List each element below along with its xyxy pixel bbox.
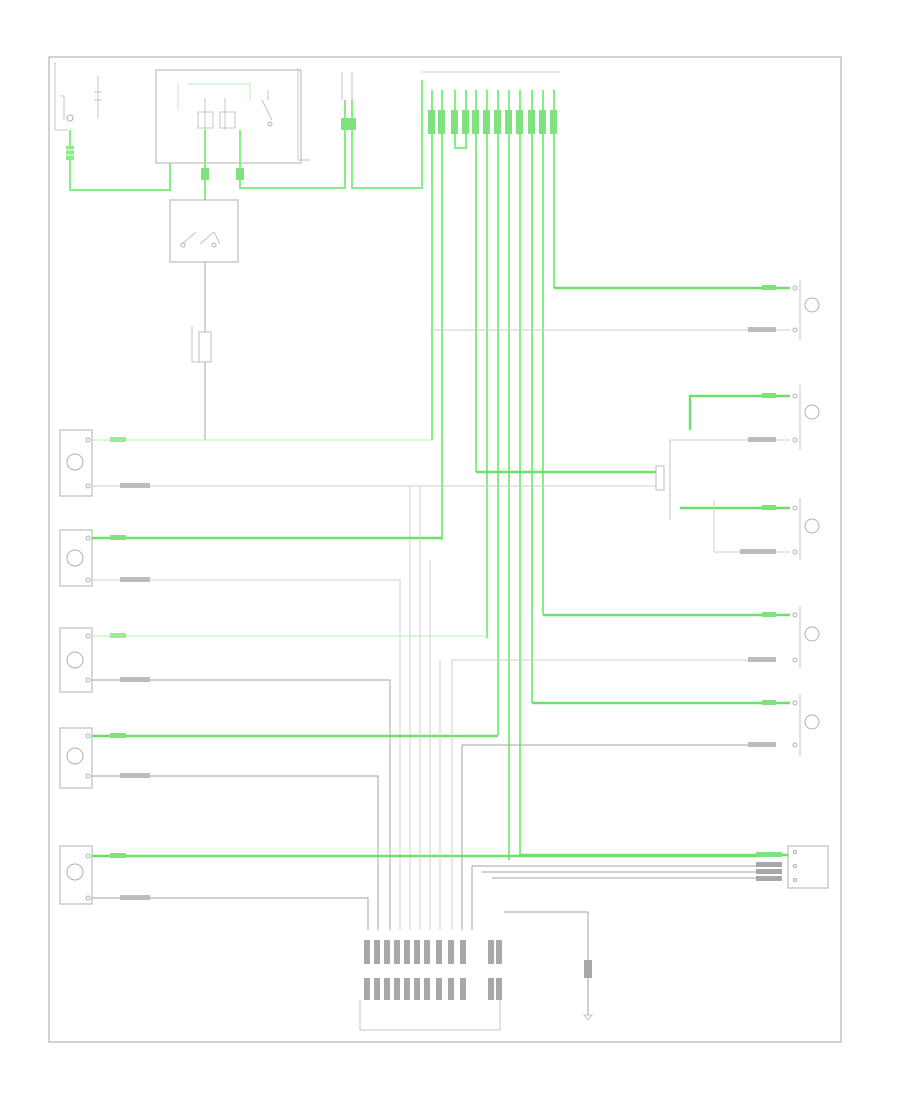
right-lamp-4	[792, 606, 820, 668]
top-right-relay	[297, 68, 310, 161]
wire-fuse-two-down	[351, 80, 423, 189]
top-left-component	[54, 62, 74, 131]
right-lamp-2	[792, 385, 820, 450]
wire-lamp-4-ground	[92, 775, 379, 930]
right-module-wire-tags	[756, 852, 782, 881]
wire-lamp-2-ground	[92, 579, 401, 930]
junction-connector-marks	[428, 110, 557, 134]
left-lamp-1	[59, 429, 93, 497]
wire-label-top-left	[66, 146, 74, 160]
right-module	[787, 845, 829, 889]
right-lamp-1	[792, 280, 820, 340]
connector-marks-top	[201, 118, 356, 180]
left-lamp-3	[59, 627, 93, 693]
right-splice	[410, 439, 690, 520]
wire-switch-down-b	[239, 100, 346, 189]
left-lamp-5	[59, 845, 93, 905]
top-switch	[155, 69, 302, 164]
left-lamp-4	[59, 727, 93, 789]
bottom-ground	[582, 960, 594, 1021]
top-fuse-two	[341, 72, 353, 100]
wire-lamp-5-ground	[92, 897, 369, 930]
wire-lamp-3-ground	[92, 679, 391, 930]
diagram-frame	[48, 56, 842, 1043]
wire-lamp-1-ground	[92, 485, 411, 930]
right-lamp-5	[792, 694, 820, 756]
top-left-fuse	[94, 76, 102, 118]
right-lamp-3	[792, 498, 820, 560]
bottom-junction	[359, 940, 502, 1031]
gray-bus-lines	[419, 486, 760, 1015]
right-wire-tags	[740, 285, 776, 747]
mid-fuse-block	[191, 326, 212, 363]
wire-right-lamp-2-feed	[688, 394, 790, 430]
dimmer-switch	[169, 199, 239, 263]
left-wire-tags	[110, 437, 150, 900]
left-lamp-2	[59, 529, 93, 587]
